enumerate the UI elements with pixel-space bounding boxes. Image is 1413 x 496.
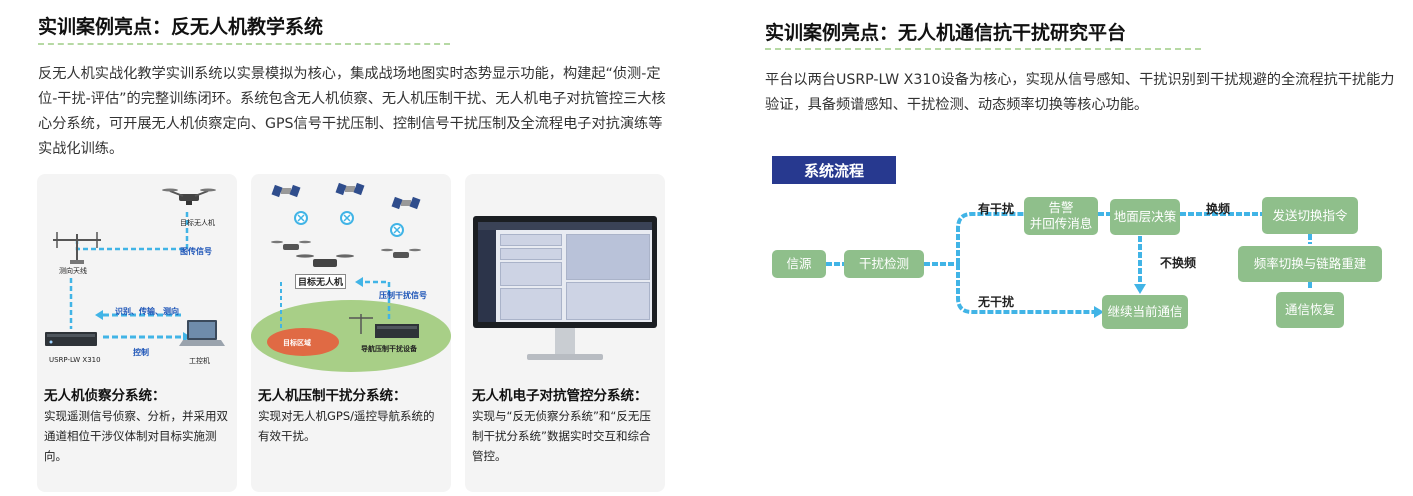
flow-node-alarm: 告警 并回传消息 bbox=[1024, 197, 1098, 235]
recon-control-label: 控制 bbox=[133, 348, 149, 357]
recon-antenna-label: 测向天线 bbox=[59, 267, 87, 275]
drone-icon bbox=[296, 254, 354, 267]
blocked-signal-icon bbox=[340, 211, 354, 225]
card-jam-title: 无人机压制干扰分系统： bbox=[258, 388, 407, 404]
monitor-icon bbox=[473, 216, 657, 328]
right-description: 平台以两台USRP-LW X310设备为核心，实现从信号感知、干扰识别到干扰规避… bbox=[765, 72, 1395, 113]
drone-icon bbox=[162, 188, 216, 205]
jammer-device-icon bbox=[349, 314, 419, 338]
flow-node-continue: 继续当前通信 bbox=[1102, 295, 1188, 329]
flow-label-has-jam: 有干扰 bbox=[978, 202, 1015, 216]
antenna-icon bbox=[53, 232, 101, 264]
card-control: 无人机电子对抗管控分系统： 实现与“反无侦察分系统”和“反无压制干扰分系统”数据… bbox=[465, 174, 665, 492]
recon-pc-label: 工控机 bbox=[189, 357, 210, 365]
recon-target-label: 目标无人机 bbox=[180, 219, 215, 227]
jam-diagram bbox=[251, 182, 451, 372]
left-title-underline bbox=[38, 43, 450, 45]
card-jam: 目标无人机 压制干扰信号 目标区域 导航压制干扰设备 无人机压制干扰分系统： 实… bbox=[251, 174, 451, 492]
flow-node-detect: 干扰检测 bbox=[844, 250, 924, 278]
right-title: 实训案例亮点：无人机通信抗干扰研究平台 bbox=[765, 22, 1127, 44]
laptop-icon bbox=[179, 320, 225, 346]
flow-label-no-switch: 不换频 bbox=[1160, 256, 1197, 270]
recon-device-label: USRP-LW X310 bbox=[49, 356, 101, 364]
recon-image-signal-label: 图传信号 bbox=[180, 247, 212, 256]
card-recon: 目标无人机 图传信号 测向天线 识别、传输、测向 控制 USRP-LW X310… bbox=[37, 174, 237, 492]
right-title-underline bbox=[765, 48, 1201, 50]
flow-banner: 系统流程 bbox=[772, 156, 896, 184]
blocked-signal-icon bbox=[294, 211, 308, 225]
satellite-icon bbox=[335, 182, 365, 196]
satellite-icon bbox=[391, 196, 421, 210]
flow-node-switch: 频率切换与链路重建 bbox=[1238, 246, 1382, 282]
drone-icon bbox=[381, 248, 421, 258]
flow-node-recover: 通信恢复 bbox=[1276, 292, 1344, 328]
left-description: 反无人机实战化教学实训系统以实景模拟为核心，集成战场地图实时态势显示功能，构建起… bbox=[38, 66, 666, 157]
recon-flow-label: 识别、传输、测向 bbox=[115, 307, 179, 316]
card-control-desc: 实现与“反无侦察分系统”和“反无压制干扰分系统”数据实时交互和综合管控。 bbox=[472, 409, 651, 463]
flow-node-source: 信源 bbox=[772, 250, 826, 278]
recon-diagram bbox=[45, 188, 225, 346]
flow-label-switch-freq: 换频 bbox=[1206, 202, 1231, 216]
jam-signal-label: 压制干扰信号 bbox=[379, 291, 427, 300]
card-jam-desc: 实现对无人机GPS/遥控导航系统的有效干扰。 bbox=[258, 409, 435, 443]
card-recon-title: 无人机侦察分系统： bbox=[44, 388, 166, 404]
satellite-icon bbox=[271, 184, 301, 198]
flow-node-send: 发送切换指令 bbox=[1262, 197, 1358, 234]
flow-node-decide: 地面层决策 bbox=[1110, 199, 1180, 235]
jam-device-label: 导航压制干扰设备 bbox=[361, 345, 417, 353]
usrp-device-icon bbox=[45, 332, 97, 346]
flow-label-no-jam: 无干扰 bbox=[978, 295, 1015, 309]
blocked-signal-icon bbox=[390, 223, 404, 237]
jam-target-label: 目标无人机 bbox=[295, 274, 347, 289]
drone-icon bbox=[271, 240, 311, 250]
card-control-title: 无人机电子对抗管控分系统： bbox=[472, 388, 648, 404]
jam-target-area-label: 目标区域 bbox=[283, 339, 311, 347]
card-recon-desc: 实现遥测信号侦察、分析，并采用双通道相位干涉仪体制对目标实施测向。 bbox=[44, 409, 228, 463]
left-title: 实训案例亮点：反无人机教学系统 bbox=[38, 16, 324, 38]
